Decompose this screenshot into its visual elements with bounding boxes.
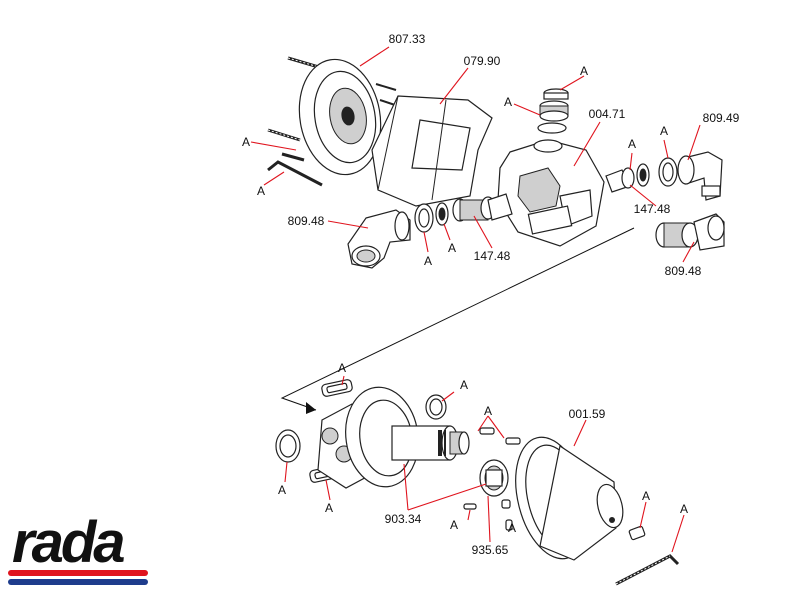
label-a-clip-bottom: A: [325, 501, 333, 515]
check-valve-right: [605, 163, 650, 193]
pin-upper-1: [479, 427, 495, 435]
rear-plate-807-33: [298, 58, 399, 176]
label-a-oring-left: A: [278, 483, 286, 497]
assembly-arrow-head: [306, 402, 316, 414]
cartridge-903-34: [317, 386, 470, 489]
washer-left: [435, 202, 449, 226]
label-a-pins-upper: A: [484, 404, 492, 418]
screw-left-1: [267, 128, 301, 142]
label-147-48-left: 147.48: [474, 249, 511, 263]
label-809-48-right: 809.48: [665, 264, 702, 278]
label-004-71: 004.71: [589, 107, 626, 121]
pin-upper-2: [505, 437, 521, 445]
logo-stripe-blue: [8, 579, 148, 585]
valve-body-004-71: [497, 139, 605, 247]
label-a-pin-lower-2: A: [508, 521, 516, 535]
check-valve-left: [452, 193, 513, 222]
grub-screw: [628, 525, 646, 541]
screw-left-2: [281, 152, 305, 162]
label-a-clip-top: A: [338, 361, 346, 375]
allen-key-bottom: [615, 554, 680, 586]
label-a-oring-right: A: [460, 378, 468, 392]
label-079-90: 079.90: [464, 54, 501, 68]
rada-logo: rada: [8, 510, 148, 585]
label-935-65: 935.65: [472, 543, 509, 557]
label-a-pin-lower-1: A: [450, 518, 458, 532]
pin-lower-3: [505, 519, 513, 531]
label-809-49: 809.49: [703, 111, 740, 125]
label-903-34: 903.34: [385, 512, 422, 526]
elbow-809-48-right: [655, 213, 725, 251]
label-a-washer-left: A: [448, 241, 456, 255]
label-a-seal-left: A: [424, 254, 432, 268]
label-809-48-left: 809.48: [288, 214, 325, 228]
o-ring-right: [425, 394, 447, 420]
label-001-59: 001.59: [569, 407, 606, 421]
cap-stack-top: [537, 88, 569, 134]
seal-ring-left: [414, 203, 434, 233]
o-ring-left: [275, 429, 301, 463]
dial-935-65: [479, 459, 509, 497]
label-a-seal-right: A: [660, 124, 668, 138]
pin-lower-2: [501, 499, 511, 509]
clip-top: [321, 379, 353, 397]
label-a-screw-left: A: [242, 135, 250, 149]
logo-stripe-red: [8, 570, 148, 576]
leader-lines: [250, 46, 701, 553]
label-807-33: 807.33: [389, 32, 426, 46]
elbow-809-49: [677, 151, 723, 201]
shroud-079-90: [371, 95, 493, 207]
assembly-guide-line: [280, 227, 635, 411]
label-a-allen-key-bottom: A: [680, 502, 688, 516]
seal-ring-right: [658, 157, 678, 187]
label-a-check-right: A: [628, 137, 636, 151]
label-a-grub-screw: A: [642, 489, 650, 503]
elbow-809-48-left: [347, 209, 411, 269]
label-a-key-left: A: [257, 184, 265, 198]
rada-logo-text: rada: [12, 510, 124, 575]
cover-001-59: [515, 436, 624, 561]
pin-lower-1: [463, 503, 477, 510]
label-a-cap-left: A: [504, 95, 512, 109]
label-147-48-right: 147.48: [634, 202, 671, 216]
label-a-cap-top: A: [580, 64, 588, 78]
allen-key-left: [267, 160, 323, 187]
